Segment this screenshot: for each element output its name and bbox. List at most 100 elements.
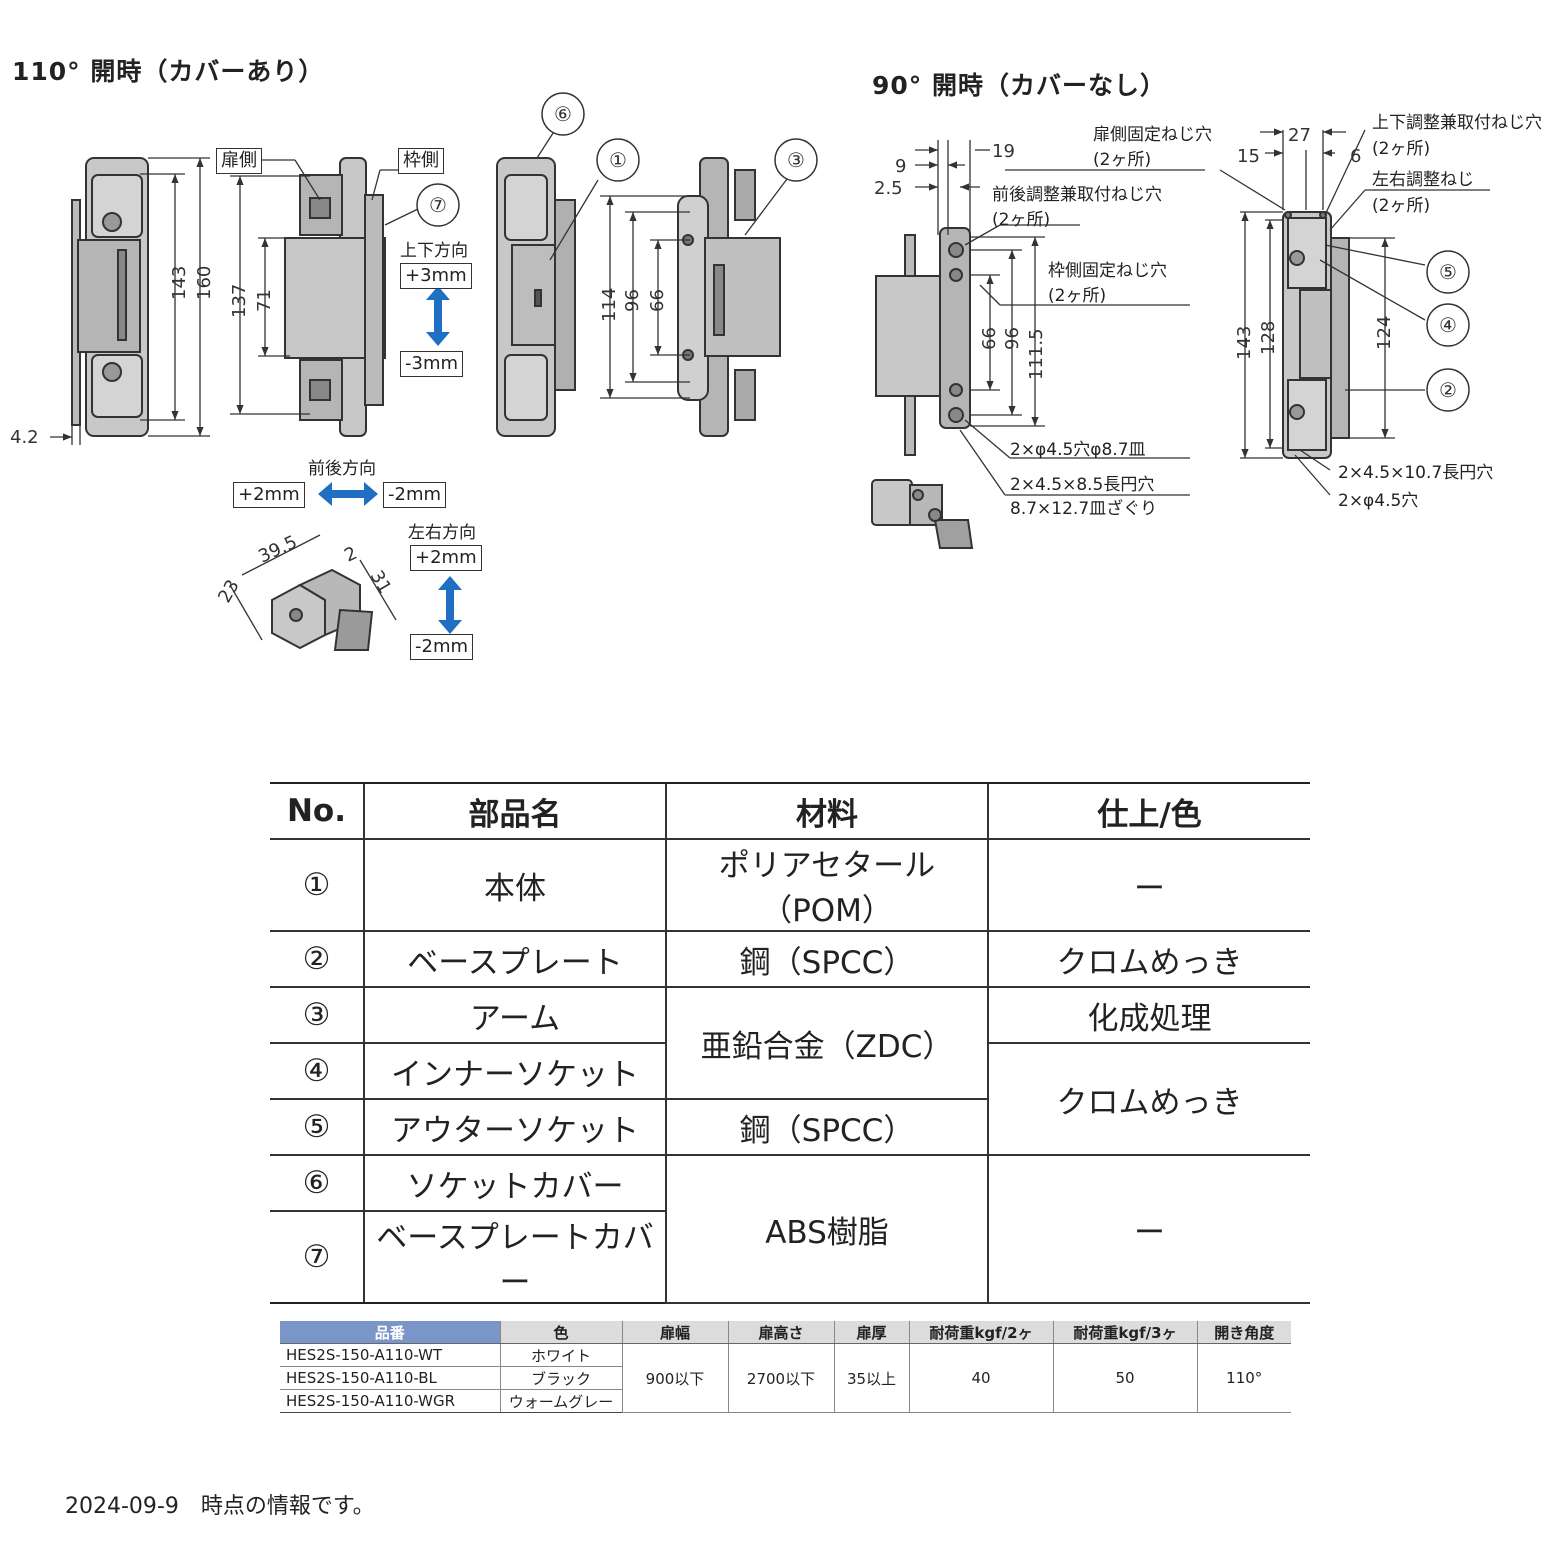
label-frontback-plus: +2mm — [233, 482, 305, 508]
spec-header-height: 扉高さ — [727, 1321, 834, 1344]
spec-load2: 40 — [908, 1343, 1053, 1413]
spec-header-thickness: 扉厚 — [833, 1321, 909, 1344]
dim-143: 143 — [169, 266, 190, 300]
hinge90-front-view — [1282, 211, 1350, 459]
callout-6: ⑥ — [554, 102, 572, 126]
label-updown-plus: +3mm — [400, 263, 472, 289]
part-no: ① — [270, 839, 364, 932]
part-name: アウターソケット — [363, 1099, 666, 1156]
label-leftright-plus: +2mm — [410, 545, 482, 571]
parts-header-no: No. — [270, 782, 364, 840]
label-leftright-minus: -2mm — [410, 634, 474, 660]
table-row: HES2S-150-A110-WT ホワイト 900以下 2700以下 35以上… — [280, 1343, 1291, 1413]
label-hole-3: 8.7×12.7皿ざぐり — [1010, 499, 1158, 519]
part-finish: ー — [987, 839, 1310, 932]
spec-color: ホワイト — [499, 1343, 622, 1367]
spec-color: ブラック — [499, 1366, 622, 1390]
label-fb-screw-n: (2ヶ所) — [992, 210, 1051, 230]
table-row: ⑤ アウターソケット 鋼（SPCC） — [270, 1099, 1310, 1156]
dim90-124: 124 — [1374, 316, 1395, 350]
table-row: HES2S-150-A110-BL ブラック — [280, 1366, 1291, 1390]
label-frame-side: 枠側 — [398, 148, 444, 174]
dim-137: 137 — [229, 284, 250, 318]
dim-160: 160 — [194, 266, 215, 300]
table-row: HES2S-150-A110-WGR ウォームグレー — [280, 1389, 1291, 1413]
parts-header-name: 部品名 — [363, 782, 666, 840]
parts-header-finish: 仕上/色 — [987, 782, 1310, 840]
part-no: ④ — [270, 1043, 364, 1100]
part-name: ベースプレート — [363, 931, 666, 988]
hinge-side-view — [284, 157, 386, 437]
parts-header-material: 材料 — [665, 782, 988, 840]
part-material: 亜鉛合金（ZDC） — [665, 987, 988, 1100]
label-door-side: 扉側 — [216, 148, 262, 174]
hinge-drawing-90: 19 9 2.5 66 96 111.5 — [871, 125, 1490, 549]
spec-model: HES2S-150-A110-BL — [280, 1366, 500, 1390]
hinge-arm-view — [677, 157, 781, 437]
part-finish: ー — [987, 1155, 1310, 1304]
label-hole-1: 2×φ4.5穴φ8.7皿 — [1010, 440, 1146, 460]
part-finish: 化成処理 — [987, 987, 1310, 1044]
label-frontback-minus: -2mm — [383, 482, 447, 508]
part-name: ソケットカバー — [363, 1155, 666, 1212]
part-name: インナーソケット — [363, 1043, 666, 1100]
spec-header-row: 品番 色 扉幅 扉高さ 扉厚 耐荷重kgf/2ヶ 耐荷重kgf/3ヶ 開き角度 — [280, 1321, 1291, 1344]
section-title-90: 90° 開時（カバーなし） — [872, 71, 1166, 100]
label-door-screw: 扉側固定ねじ穴 — [1093, 125, 1212, 145]
label-updown-minus: -3mm — [400, 351, 464, 377]
label-frontback: 前後方向 — [308, 459, 376, 479]
spec-header-color: 色 — [499, 1321, 622, 1344]
spec-load3: 50 — [1052, 1343, 1197, 1413]
updown-arrow — [426, 286, 450, 346]
spec-width: 900以下 — [621, 1343, 728, 1413]
dim90-66: 66 — [979, 327, 1000, 350]
spec-header-width: 扉幅 — [621, 1321, 728, 1344]
dim90-128: 128 — [1258, 321, 1279, 355]
dim-66: 66 — [647, 289, 668, 312]
hinge-drawing-110: 143 160 4.2 137 71 — [10, 92, 818, 651]
table-row: ① 本体 ポリアセタール（POM） ー — [270, 839, 1310, 932]
spec-model: HES2S-150-A110-WT — [280, 1343, 500, 1367]
dim-2: 2 — [341, 543, 360, 567]
table-row: ② ベースプレート 鋼（SPCC） クロムめっき — [270, 931, 1310, 988]
spec-table: 品番 色 扉幅 扉高さ 扉厚 耐荷重kgf/2ヶ 耐荷重kgf/3ヶ 開き角度 … — [280, 1321, 1291, 1413]
part-name: アーム — [363, 987, 666, 1044]
dim90-19: 19 — [992, 141, 1015, 162]
dim-96: 96 — [622, 289, 643, 312]
label-lr-screw-n: (2ヶ所) — [1372, 196, 1431, 216]
label-fb-screw: 前後調整兼取付ねじ穴 — [992, 185, 1162, 205]
dim-39-5: 39.5 — [255, 532, 300, 568]
spec-angle: 110° — [1196, 1343, 1291, 1413]
dim90-2-5: 2.5 — [874, 178, 903, 199]
callout-7: ⑦ — [429, 193, 447, 217]
part-finish: クロムめっき — [987, 1043, 1310, 1156]
section-title-110: 110° 開時（カバーあり） — [12, 57, 325, 86]
dim90-6: 6 — [1350, 146, 1361, 167]
callout-2: ② — [1439, 378, 1457, 402]
label-door-screw-n: (2ヶ所) — [1093, 150, 1152, 170]
frontback-arrow — [318, 482, 378, 506]
spec-model: HES2S-150-A110-WGR — [280, 1389, 500, 1413]
part-material: 鋼（SPCC） — [665, 931, 988, 988]
hinge90-iso-view — [871, 479, 974, 549]
callout-3: ③ — [787, 148, 805, 172]
label-hole-2: 2×4.5×8.5長円穴 — [1010, 475, 1155, 495]
table-row: ⑥ ソケットカバー ABS樹脂 ー — [270, 1155, 1310, 1304]
hinge-front-view — [71, 157, 149, 437]
spec-thickness: 35以上 — [833, 1343, 909, 1413]
hinge-cover-view — [496, 157, 576, 437]
dim90-27: 27 — [1288, 125, 1311, 146]
spec-header-load3: 耐荷重kgf/3ヶ — [1052, 1321, 1197, 1344]
dim-114: 114 — [599, 288, 620, 322]
label-hole-4: 2×4.5×10.7長円穴 — [1338, 463, 1494, 483]
spec-color: ウォームグレー — [499, 1389, 622, 1413]
dim-71: 71 — [254, 289, 275, 312]
parts-table: No. 部品名 材料 仕上/色 ① 本体 ポリアセタール（POM） ー ② ベー… — [270, 782, 1310, 1304]
dim90-143: 143 — [1234, 326, 1255, 360]
dim-4-2: 4.2 — [10, 427, 39, 448]
part-material: 鋼（SPCC） — [665, 1099, 988, 1156]
dim90-96: 96 — [1002, 327, 1023, 350]
table-row: ⑦ ベースプレートカバー — [270, 1211, 1310, 1304]
spec-height: 2700以下 — [727, 1343, 834, 1413]
label-lr-screw: 左右調整ねじ — [1372, 170, 1474, 190]
